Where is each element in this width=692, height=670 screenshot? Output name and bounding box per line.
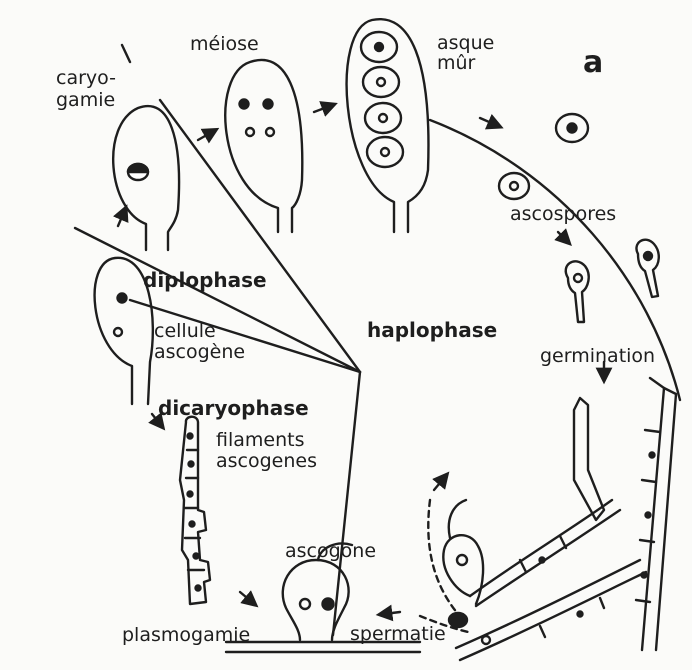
fused-nucleus-half (128, 164, 148, 172)
filament-nucleus (189, 462, 194, 467)
hypha (656, 388, 676, 650)
label-dicaryophase: dicaryophase (158, 396, 309, 420)
ascus-mature (347, 19, 429, 232)
label-caryogamie-line1: caryo- (56, 67, 116, 89)
hypha-nucleus (540, 558, 545, 563)
label-germination: germination (540, 345, 655, 367)
germinating-spore-right (636, 240, 658, 297)
spermatie-nucleus (482, 636, 490, 644)
panel-letter: a (583, 45, 603, 80)
nucleus-light (114, 328, 122, 336)
arrow-to-plasmogamie (240, 592, 252, 602)
label-caryogamie-line2: gamie (56, 89, 115, 111)
ascospore-in-ascus (367, 137, 403, 167)
hypha-nucleus (646, 513, 651, 518)
label-ascogone: ascogone (285, 540, 376, 562)
arrow-to-ascospores (558, 232, 566, 240)
ascospore-in-ascus (365, 103, 401, 133)
filament-nucleus (188, 492, 193, 497)
filament-nucleus (194, 554, 199, 559)
arrow-ascogone-up (434, 478, 444, 490)
label-asque-line1: asque (437, 32, 494, 54)
nucleus-light (300, 599, 310, 609)
tick-mark (122, 45, 130, 62)
hypha-septum (636, 600, 650, 602)
hypha (574, 398, 604, 520)
ascogone-trichogyne (449, 500, 466, 538)
spore-nucleus (644, 252, 652, 260)
ascospore-nucleus (381, 148, 389, 156)
hypha (470, 500, 612, 596)
label-diplophase: diplophase (143, 268, 267, 292)
ascospore-nucleus (379, 114, 387, 122)
hypha-septum (540, 626, 545, 637)
germinating-spore-left (566, 261, 589, 322)
spore-nucleus (574, 274, 582, 282)
hypha-nucleus (642, 573, 647, 578)
label-filaments-line2: ascogenes (216, 450, 317, 472)
hypha-septum (600, 598, 604, 608)
nucleus-dark (240, 100, 249, 109)
ascogone-on-hypha (443, 535, 483, 604)
hypha-septum (520, 560, 526, 572)
hypha (460, 572, 646, 660)
hypha-septum (642, 480, 656, 482)
nucleus-light (246, 128, 254, 136)
hypha-septum (645, 430, 660, 432)
ascospore-nucleus (375, 43, 383, 51)
hypha-nucleus (650, 453, 655, 458)
nucleus-light (457, 555, 467, 565)
hypha-septum (560, 536, 566, 548)
nucleus-dark (264, 100, 273, 109)
label-haplophase: haplophase (367, 318, 497, 342)
label-meiose: méiose (190, 33, 259, 55)
ascospore-nucleus (377, 78, 385, 86)
filament-nucleus (190, 522, 195, 527)
nucleus-dark (118, 294, 127, 303)
ascospore-nucleus (510, 182, 518, 190)
label-spermatie: spermatie (350, 623, 446, 645)
label-asque-line2: mûr (437, 52, 476, 74)
label-cellule-line2: ascogène (154, 341, 245, 363)
spermatie-cell (449, 613, 467, 627)
label-plasmogamie: plasmogamie (122, 624, 250, 646)
label-filaments-line1: filaments (216, 429, 304, 451)
filament-nucleus (196, 586, 201, 591)
hypha (476, 510, 620, 606)
hypha-nucleus (578, 612, 583, 617)
arrow-meiose-to-asque (314, 106, 330, 112)
nucleus-light (266, 128, 274, 136)
ascospore (499, 173, 529, 199)
filament-nucleus (188, 434, 193, 439)
arrow-spermatie (384, 612, 400, 614)
label-ascospores: ascospores (510, 203, 616, 225)
arrow-asque-to-spore (480, 118, 496, 125)
ascospore-in-ascus (363, 67, 399, 97)
nucleus-dark (323, 599, 334, 610)
ascospore-nucleus (568, 124, 577, 133)
phase-divider-vertical (333, 372, 360, 635)
arrow-caryogamie-to-meiose (198, 132, 212, 140)
ascogenous-filament (180, 417, 210, 604)
arrow-cell-to-caryogamie (118, 212, 124, 226)
label-cellule-line1: cellule (154, 320, 216, 342)
